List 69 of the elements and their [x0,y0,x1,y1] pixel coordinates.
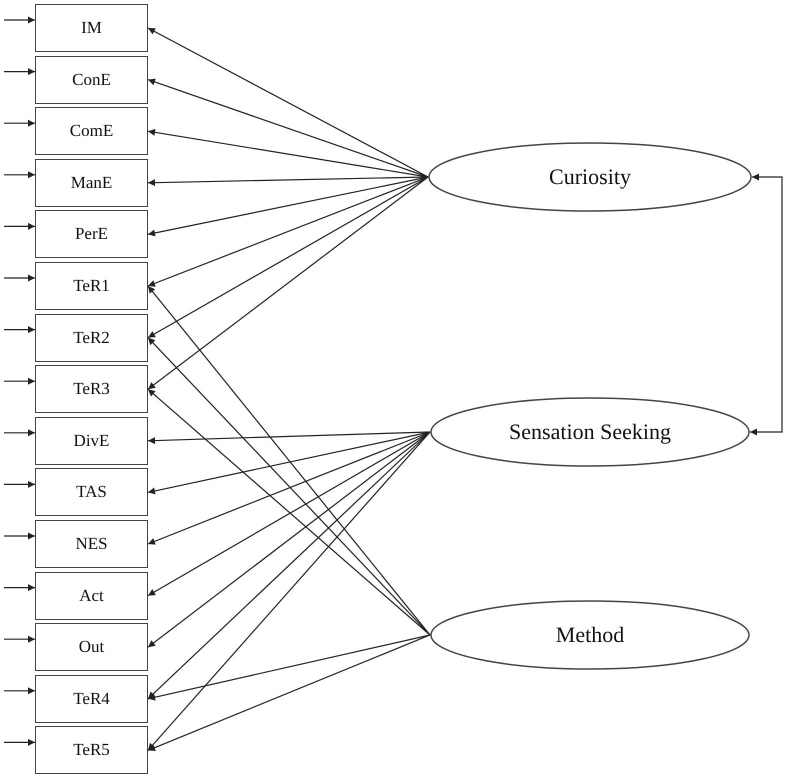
arrow [148,176,428,287]
variable-label: IM [81,18,102,38]
latent-variable-ellipse [428,142,752,212]
arrow [148,176,428,236]
arrow [148,634,430,701]
observed-variable-box [35,56,148,104]
arrow [4,480,35,488]
arrow [148,432,430,751]
variable-label: Sensation Seeking [509,419,671,445]
variable-label: ComE [70,121,114,142]
variable-label: TeR4 [73,688,110,709]
variable-label: TeR2 [73,328,110,348]
variable-label: ManE [70,172,112,193]
arrow [148,176,428,390]
arrow [148,634,430,751]
observed-variable-box [35,365,148,414]
arrow [4,378,35,385]
observed-variable-box [35,674,148,723]
arrow [148,431,430,494]
observed-variable-box [35,158,148,207]
arrow [4,16,35,24]
variable-label: Curiosity [549,164,631,190]
arrow [4,532,35,540]
double-headed-arrow [750,174,783,436]
observed-variable-box [35,726,148,774]
arrow [4,68,35,76]
observed-variable-box [35,210,148,258]
arrow [148,27,428,178]
observed-variable-box [35,262,148,310]
arrow [148,431,430,596]
arrow [148,431,430,444]
arrow [148,432,430,700]
arrow [4,274,35,282]
arrow [4,584,35,592]
arrow [4,171,35,178]
arrow [4,636,35,643]
variable-label: PerE [74,224,108,244]
observed-variable-box [35,468,148,516]
arrow [148,176,428,186]
variable-label: NES [75,534,108,554]
observed-variable-box [35,314,148,362]
observed-variable-box [35,623,148,672]
variable-label: ConE [72,70,111,90]
arrow [4,738,35,746]
observed-variable-box [35,416,148,465]
arrow [4,326,35,334]
arrow [4,429,35,436]
variable-label: Act [79,586,104,606]
arrow [4,687,35,694]
observed-variable-box [35,4,148,52]
variable-label: TeR3 [73,379,110,400]
arrow [148,432,430,648]
arrow [4,120,35,127]
arrow [148,78,428,178]
observed-variable-box [35,520,148,568]
arrow [4,222,35,230]
variable-label: DivE [74,430,110,451]
variable-label: TeR1 [73,276,110,296]
arrow [148,176,428,338]
variable-label: Method [556,622,624,648]
latent-variable-ellipse [430,600,750,670]
latent-variable-ellipse [430,397,750,467]
arrow [148,128,428,178]
arrow [148,388,430,636]
variable-label: TAS [76,482,107,502]
observed-variable-box [35,572,148,620]
observed-variable-box [35,107,148,156]
variable-label: Out [78,637,104,658]
variable-label: TeR5 [73,740,110,760]
